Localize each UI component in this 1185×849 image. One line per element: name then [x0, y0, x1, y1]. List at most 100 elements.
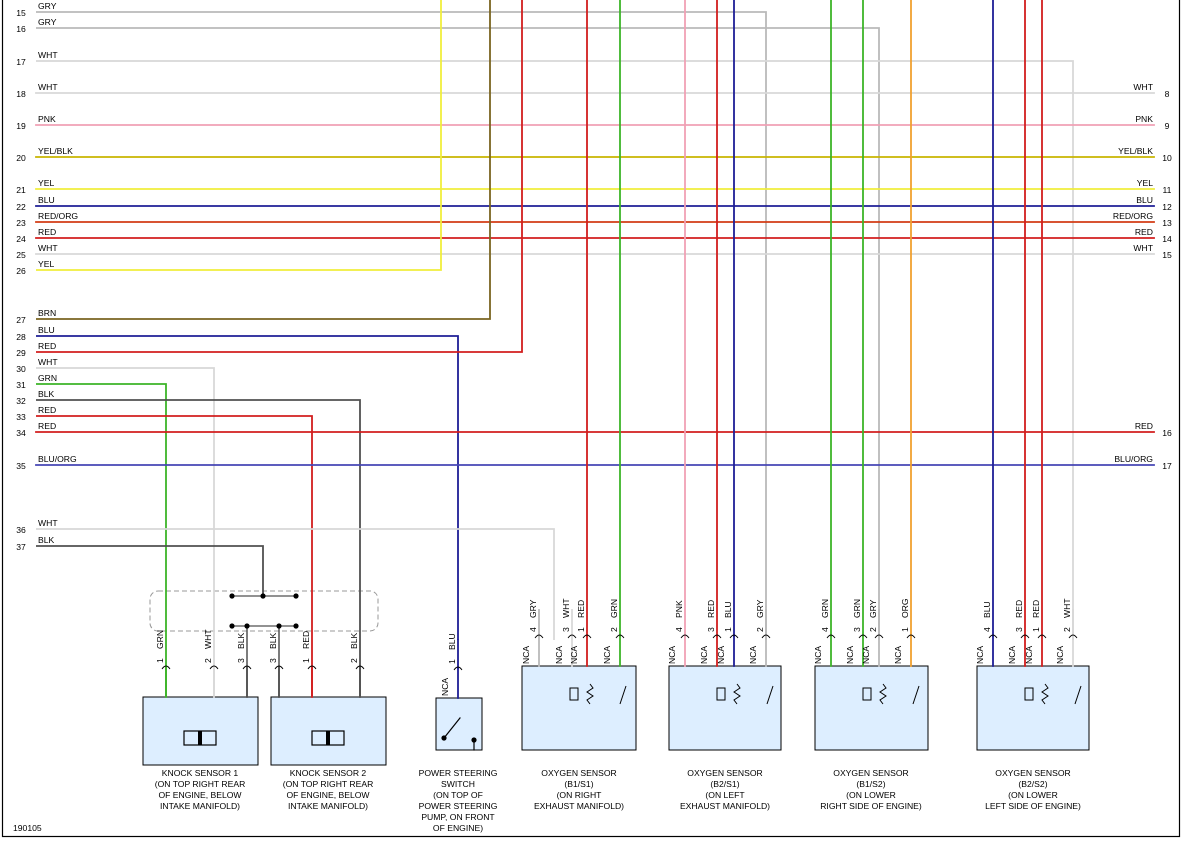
o2b2s2-pin4-nca: NCA	[975, 646, 985, 664]
o2b1s1-pin2-number: 2	[609, 627, 619, 632]
shield-splice-4	[244, 623, 250, 629]
o2b1s2-pin3-terminal	[858, 634, 868, 639]
o2b2s2-pin2-nca: NCA	[1055, 646, 1065, 664]
pss-caption-3: POWER STEERING	[419, 801, 498, 811]
wire-17-right-pin: 17	[1162, 461, 1172, 471]
o2b2s1-pin2-number: 2	[755, 627, 765, 632]
wire-21-color: YEL	[38, 178, 54, 188]
wire-37-color: BLK	[38, 535, 55, 545]
wire-28-pin: 28	[16, 332, 26, 342]
wire-23-color: RED/ORG	[38, 211, 78, 221]
wire-12-right-color: BLU	[1136, 195, 1153, 205]
o2b2s1-pin4-terminal	[680, 634, 690, 639]
o2b2s2-box	[976, 665, 1090, 751]
o2b1s2-resistor-symbol	[879, 683, 887, 705]
wire-34-color: RED	[38, 421, 56, 431]
wire-17-color: WHT	[38, 50, 58, 60]
wire-14-right-pin: 14	[1162, 234, 1172, 244]
wire-35-pin: 35	[16, 461, 26, 471]
wire-22-color: BLU	[38, 195, 55, 205]
o2b1s1-pin2-nca: NCA	[602, 646, 612, 664]
wire-18-color: WHT	[38, 82, 58, 92]
wire-33-color: RED	[38, 405, 56, 415]
o2b2s2-pin1-number: 1	[1031, 627, 1041, 632]
wire-31	[36, 383, 167, 696]
o2b2s1-pin1-color: BLU	[723, 601, 733, 618]
o2b2s1-pin3-terminal	[712, 634, 722, 639]
wire-28	[36, 335, 459, 640]
knock2-pin3-terminal	[274, 665, 284, 670]
wire-15-right-pin: 15	[1162, 250, 1172, 260]
wire-12-right-pin: 12	[1162, 202, 1172, 212]
wire-19-pin: 19	[16, 121, 26, 131]
wire-26-pin: 26	[16, 266, 26, 276]
wire-35-color: BLU/ORG	[38, 454, 77, 464]
o2b1s1-sensing-element	[619, 685, 627, 705]
o2b2s2-caption-2: (ON LOWER	[1008, 790, 1058, 800]
o2b2s2-pin1-nca: NCA	[1024, 646, 1034, 664]
o2b1s1-pin4-terminal	[534, 634, 544, 639]
o2b2s2-caption-3: LEFT SIDE OF ENGINE)	[985, 801, 1081, 811]
o2b1s2-pin2-nca: NCA	[861, 646, 871, 664]
wire-32-pin: 32	[16, 396, 26, 406]
o2b1s2-caption-1: (B1/S2)	[856, 779, 885, 789]
o2b2s2-resistor-symbol	[1041, 683, 1049, 705]
wire-27-color: BRN	[38, 308, 56, 318]
shield-splice-6	[293, 623, 299, 629]
o2b2s2-caption-1: (B2/S2)	[1018, 779, 1047, 789]
knock1-pin3-number: 3	[236, 658, 246, 663]
wire-15-pin: 15	[16, 8, 26, 18]
knock1-caption-2: OF ENGINE, BELOW	[158, 790, 242, 800]
o2b1s1-pin3-color: WHT	[561, 598, 571, 618]
o2b1s2-heater-symbol	[862, 687, 872, 701]
wire-17-right-color: BLU/ORG	[1114, 454, 1153, 464]
o2b1s1-pin1-terminal	[582, 634, 592, 639]
o2b1s1-pin4-color: GRY	[528, 599, 538, 618]
o2b2s1-pin1-terminal	[729, 634, 739, 639]
wire-16-pin: 16	[16, 24, 26, 34]
pss-pin1-color: BLU	[447, 633, 457, 650]
wire-19-color: PNK	[38, 114, 56, 124]
o2b2s2-caption-0: OXYGEN SENSOR	[995, 768, 1070, 778]
wire-32	[36, 399, 361, 696]
wire-25-pin: 25	[16, 250, 26, 260]
wire-22-pin: 22	[16, 202, 26, 212]
wire-27-pin: 27	[16, 315, 26, 325]
o2b1s2-caption-3: RIGHT SIDE OF ENGINE)	[820, 801, 922, 811]
knock1-pin1-terminal	[161, 665, 171, 670]
wire-11-right-color: YEL	[1137, 178, 1153, 188]
o2b2s1-pin1-number: 1	[723, 627, 733, 632]
wire-36	[36, 528, 555, 640]
knock1-pin3-terminal	[242, 665, 252, 670]
o2b2s2-pin4-number: 4	[982, 627, 992, 632]
o2b2s1-box	[668, 665, 782, 751]
wire-17-pin: 17	[16, 57, 26, 67]
knock2-caption-3: INTAKE MANIFOLD)	[288, 801, 368, 811]
knock1-pin1-number: 1	[155, 658, 165, 663]
pss-pin1-terminal	[453, 666, 463, 671]
knock1-pin2-number: 2	[203, 658, 213, 663]
wire-37	[36, 545, 264, 596]
shield-outline	[149, 590, 379, 632]
o2b1s1-caption-0: OXYGEN SENSOR	[541, 768, 616, 778]
o2b2s2-pin4-terminal	[988, 634, 998, 639]
knock1-caption-1: (ON TOP RIGHT REAR	[155, 779, 246, 789]
knock2-pin1-terminal	[307, 665, 317, 670]
knock1-pin2-terminal	[209, 665, 219, 670]
o2b1s1-caption-1: (B1/S1)	[564, 779, 593, 789]
knock1-pin1-color: GRN	[155, 630, 165, 649]
o2b1s1-pin3-nca: NCA	[554, 646, 564, 664]
wire-14-right-color: RED	[1135, 227, 1153, 237]
o2b2s1-pin3-number: 3	[706, 627, 716, 632]
o2b2s1-pin2-terminal	[761, 634, 771, 639]
o2b2s1-sensing-element	[766, 685, 774, 705]
shield-splice-5	[276, 623, 282, 629]
pss-caption-1: SWITCH	[441, 779, 475, 789]
o2b2s1-heater-symbol	[716, 687, 726, 701]
wire-20-pin: 20	[16, 153, 26, 163]
o2b1s1-pin1-color: RED	[576, 600, 586, 618]
wire-11-right-pin: 11	[1163, 185, 1172, 195]
o2b1s1-pin3-terminal	[567, 634, 577, 639]
o2b1s2-sensing-element	[912, 685, 920, 705]
shield-splice-3	[229, 623, 235, 629]
